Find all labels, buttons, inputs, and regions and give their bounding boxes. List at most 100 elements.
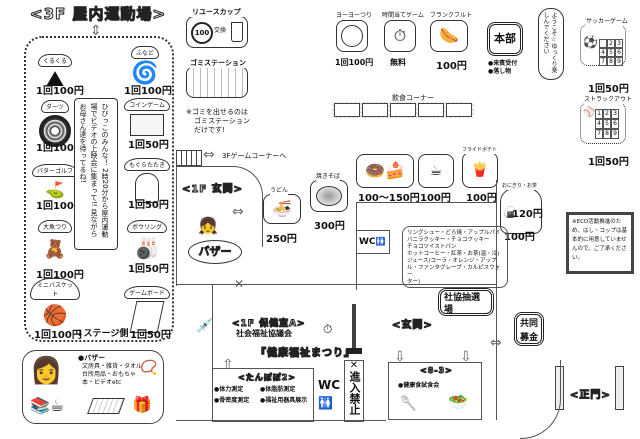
grid-cell: 1 [595, 109, 603, 119]
strike-out-game[interactable]: ⚾ 1 2 3 4 5 6 7 8 9 [580, 102, 626, 144]
bowl-icon: 🍜 [272, 199, 292, 218]
stall-price: 無料 [390, 58, 406, 67]
reuse-cup-title: リユースカップ [190, 8, 243, 17]
spiral-icon: 🌀 [131, 61, 159, 86]
game-price: 1回100円 [124, 86, 172, 97]
left-right-arrow-icon: ⇔ [203, 147, 215, 163]
game-price: 1回50円 [128, 200, 169, 211]
hall-1f-event: 『健康福祉まつり』 [256, 348, 355, 360]
food-price: 100円 [420, 193, 451, 204]
food-price: 100円 [504, 232, 535, 243]
food-stall-onigiri[interactable]: 🍙 [500, 188, 542, 234]
food-stall-sweets[interactable]: 🍩🍰 [356, 154, 414, 188]
food-stall-drinks[interactable]: ☕ [418, 154, 454, 188]
hall-1f-org: 社会福祉協議会 [236, 329, 292, 338]
number-grid: 1 2 3 4 5 6 7 8 9 [595, 109, 619, 139]
grid-cell: 2 [607, 39, 615, 48]
stairs-label: 3Fゲームコーナーへ [222, 152, 287, 160]
stall-price: 1回100円 [335, 58, 374, 67]
wall [356, 202, 496, 203]
grid-cell: 2 [603, 109, 611, 119]
lottery-sign[interactable]: 社協抽選場 [438, 288, 494, 316]
announcement-scroll: ひびっこのみんな！ 2時20分から屋内運動場でビデオの上映会に集まって!! 見な… [74, 98, 118, 250]
game-item[interactable]: ダーツ [30, 94, 80, 149]
game-item[interactable]: 大魚つり 🧸 [30, 214, 80, 267]
blood-pressure-icon: 💉 [196, 318, 214, 334]
stall-sausage[interactable]: 🌭 [430, 20, 468, 52]
game-item[interactable]: ゲームボード [122, 280, 172, 335]
garbage-note-line: ゴミステーション [194, 117, 250, 125]
baseball-icon: ⚾ [583, 107, 596, 118]
goods-icon: 📚☕ [30, 396, 65, 415]
up-arrow-icon: ⇧ [222, 357, 234, 373]
game-name: ふなど [130, 46, 159, 59]
table-icon [362, 103, 388, 117]
game-name: ボウリング [126, 220, 167, 233]
game-item[interactable]: もぐらたたき [122, 152, 172, 205]
genkan-label: <玄関> [392, 320, 433, 332]
bazaar-line: 台所用品・おもちゃ [82, 371, 137, 378]
kenko-room-items: ●体力測定 ●体脂肪測定 ●骨密度測定 ●福祉用器具展示 [214, 386, 320, 405]
cafe-menu-box: リングシュー・どら焼・アップルパイ バニラクッキー・チョコクッキー チョコツイス… [402, 226, 508, 288]
game-item[interactable]: ふなど 🌀 [120, 40, 170, 89]
room-83 [388, 362, 482, 420]
scale-icon [352, 304, 356, 352]
kids-icon: 👧 [198, 216, 218, 235]
no-entry-text: 進入禁止 [348, 371, 361, 415]
game-item[interactable]: ボウリング 🎳 [122, 214, 172, 263]
grid-cell: 7 [595, 129, 603, 139]
game-name: サッカーゲーム [586, 18, 628, 26]
dartboard-icon [39, 115, 71, 147]
game-item[interactable]: ミニバスケット 🏀 [30, 278, 80, 330]
food-stall-yakisoba[interactable] [310, 180, 348, 212]
game-price: 1回100円 [36, 143, 84, 154]
game-name: くるくる [38, 54, 72, 67]
stall-stopwatch[interactable]: ⏱ [384, 20, 416, 52]
welcome-text: ようこそ☆ゆっくり楽しんでください [542, 12, 557, 73]
stall-name: フランクフルト [430, 12, 473, 19]
kenko-room [212, 368, 314, 422]
game-price: 1回100円 [34, 330, 82, 341]
welcome-speech-bubble: ようこそ☆ゆっくり楽しんでください [538, 8, 564, 80]
kenko-room-title: <たんぽぽ2> [238, 373, 296, 383]
scale-base-icon [346, 348, 362, 354]
sausage-icon: 🌭 [439, 26, 459, 45]
wall [212, 284, 213, 420]
cafe-menu-line: ジュース(コーラ・オレンジ・アップ [407, 258, 497, 264]
food-stall-fries[interactable]: 🍟 [462, 152, 498, 188]
necklace-icon: 📿 [140, 360, 158, 376]
game-item[interactable]: コインゲーム [122, 92, 172, 139]
wall [496, 180, 497, 420]
coin-game-icon [130, 114, 164, 136]
garbage-station-sign [186, 66, 248, 98]
gift-icon: 🎁 [132, 395, 152, 414]
stairs[interactable] [176, 150, 202, 166]
fishing-icon: 🧸 [43, 239, 67, 260]
bazaar-title: ●バザー [78, 354, 106, 362]
headquarters-notes: ●来賓受付 ●落し物 [488, 60, 517, 76]
garbage-note: ※ゴミを出せるのは ゴミステーション だけです! [186, 108, 250, 135]
plate-icon [316, 186, 342, 206]
box-icon [87, 398, 125, 414]
stall-yoyo[interactable] [336, 20, 368, 52]
grid-cell: 3 [611, 109, 619, 119]
game-price: 1回50円 [588, 157, 629, 168]
garbage-station-title: ゴミステーション [188, 59, 248, 68]
grid-cell: 6 [615, 48, 623, 57]
cups-icon: ☕ [429, 163, 443, 179]
soccer-game[interactable]: ⚽ 2 3 4 5 6 7 8 9 [580, 24, 626, 66]
announcement-text: ひびっこのみんな！ 2時20分から屋内運動場でビデオの上映会に集まって!! 見な… [79, 103, 109, 238]
game-name: ストラックアウト [584, 96, 633, 104]
spoon-icon: 🥄 [400, 396, 418, 412]
game-item[interactable]: パターゴルフ ⛳ [30, 158, 80, 203]
cup-icon [231, 22, 243, 42]
community-chest-sign[interactable]: 共同募金 [514, 312, 544, 346]
food-stall-udon[interactable]: 🍜 [263, 194, 301, 224]
exchange-label: 交換 [214, 27, 227, 34]
garbage-note-line: だけです! [194, 126, 225, 134]
wall [176, 284, 496, 285]
grid-cell: 4 [595, 119, 603, 129]
grid-cell: 9 [611, 129, 619, 139]
main-gate-label: <正門> [570, 390, 611, 402]
game-item[interactable]: くるくる ⛰ [30, 48, 80, 93]
